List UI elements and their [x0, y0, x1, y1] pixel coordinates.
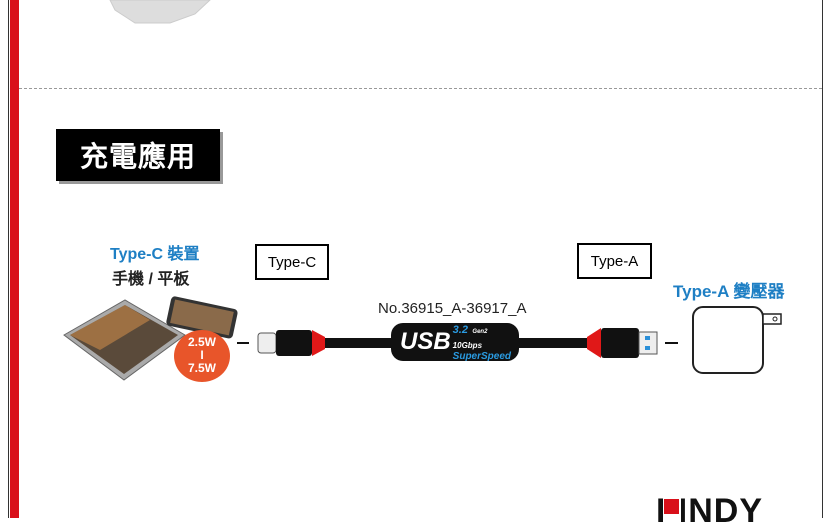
- red-side-bar: [10, 0, 19, 518]
- usb-version: 3.2: [452, 323, 468, 336]
- lindy-logo: LINDY: [656, 494, 763, 528]
- frame-border-right: [822, 0, 823, 518]
- power-max: 7.5W: [187, 361, 216, 375]
- power-min: 2.5W: [187, 335, 216, 349]
- section-title: 充電應用: [56, 129, 220, 181]
- frame-border-left: [8, 0, 9, 518]
- adapter-label: Type-A 變壓器: [673, 282, 785, 301]
- usb-gen: Gen2: [472, 328, 488, 335]
- power-adapter-icon: [692, 306, 782, 374]
- type-a-box: Type-A: [577, 243, 652, 279]
- type-c-box: Type-C: [255, 244, 329, 280]
- device-sublabel: 手機 / 平板: [112, 271, 190, 288]
- part-number: No.36915_A-36917_A: [378, 300, 527, 317]
- power-separator: I: [200, 348, 204, 362]
- usb-superspeed: SuperSpeed: [452, 350, 512, 362]
- usb-badge: USB 3.2 Gen2 10Gbps SuperSpeed: [391, 323, 519, 362]
- connector-line: [237, 342, 249, 344]
- usb-text: USB: [400, 328, 451, 355]
- section-divider: [19, 88, 822, 89]
- power-badge: 2.5W I 7.5W: [174, 330, 230, 382]
- device-image-top: [109, 0, 211, 24]
- logo-red-square: [664, 499, 679, 514]
- connector-line: [665, 342, 678, 344]
- device-label: Type-C 裝置: [110, 246, 200, 263]
- tablet-phone-image: [63, 296, 238, 381]
- usb-speed: 10Gbps: [452, 340, 483, 350]
